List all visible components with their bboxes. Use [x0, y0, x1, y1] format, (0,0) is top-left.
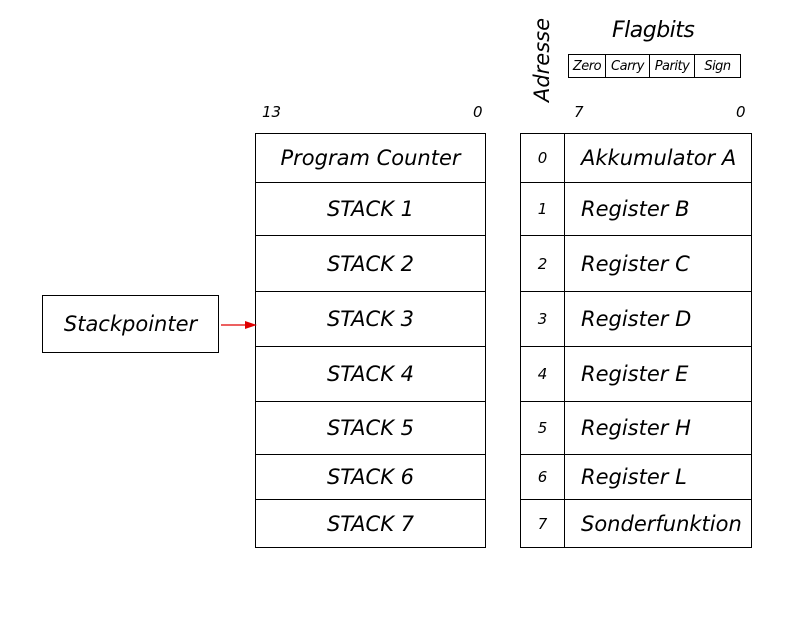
- stackpointer-box: Stackpointer: [42, 295, 219, 353]
- stack-row-4: STACK 4: [256, 346, 485, 401]
- address-1: 1: [521, 182, 564, 235]
- address-2: 2: [521, 235, 564, 291]
- stack-row-6: STACK 6: [256, 454, 485, 499]
- stack-row-2: STACK 2: [256, 235, 485, 291]
- register-bit-high: 7: [574, 103, 584, 121]
- address-0: 0: [537, 149, 548, 167]
- register-b: Register B: [565, 182, 751, 235]
- stack-row-program-counter: Program Counter: [280, 146, 461, 170]
- address-5: 5: [521, 401, 564, 454]
- stackpointer-label: Stackpointer: [63, 312, 198, 336]
- stack-row-3: STACK 3: [256, 291, 485, 346]
- register-d: Register D: [565, 291, 751, 346]
- address-header: Adresse: [530, 17, 554, 103]
- address-3: 3: [521, 291, 564, 346]
- flag-carry: Carry: [606, 55, 650, 77]
- register-e: Register E: [565, 346, 751, 401]
- stack-bit-high: 13: [262, 103, 282, 121]
- register-l: Register L: [565, 454, 751, 499]
- stack-row-5: STACK 5: [256, 401, 485, 454]
- flag-zero: Zero: [569, 55, 606, 77]
- stack-row-7: STACK 7: [256, 499, 485, 547]
- register-column-divider: [564, 134, 565, 547]
- register-sonderfunktion: Sonderfunktion: [565, 499, 751, 547]
- flag-parity: Parity: [650, 55, 695, 77]
- flagbits-box: Zero Carry Parity Sign: [568, 54, 741, 78]
- register-c: Register C: [565, 235, 751, 291]
- register-akkumulator-a: Akkumulator A: [581, 146, 737, 170]
- register-bit-low: 0: [736, 103, 746, 121]
- flag-sign: Sign: [704, 58, 731, 74]
- stackpointer-arrow: [221, 321, 257, 329]
- address-4: 4: [521, 346, 564, 401]
- address-6: 6: [521, 454, 564, 499]
- register-table: 0 1 2 3 4 5 6 7 Akkumulator A Register B…: [520, 133, 752, 548]
- address-7: 7: [521, 499, 564, 547]
- flagbits-title: Flagbits: [612, 18, 695, 43]
- stack-table: Program Counter STACK 1 STACK 2 STACK 3 …: [255, 133, 486, 548]
- stack-bit-low: 0: [473, 103, 483, 121]
- stack-row-1: STACK 1: [256, 182, 485, 235]
- register-h: Register H: [565, 401, 751, 454]
